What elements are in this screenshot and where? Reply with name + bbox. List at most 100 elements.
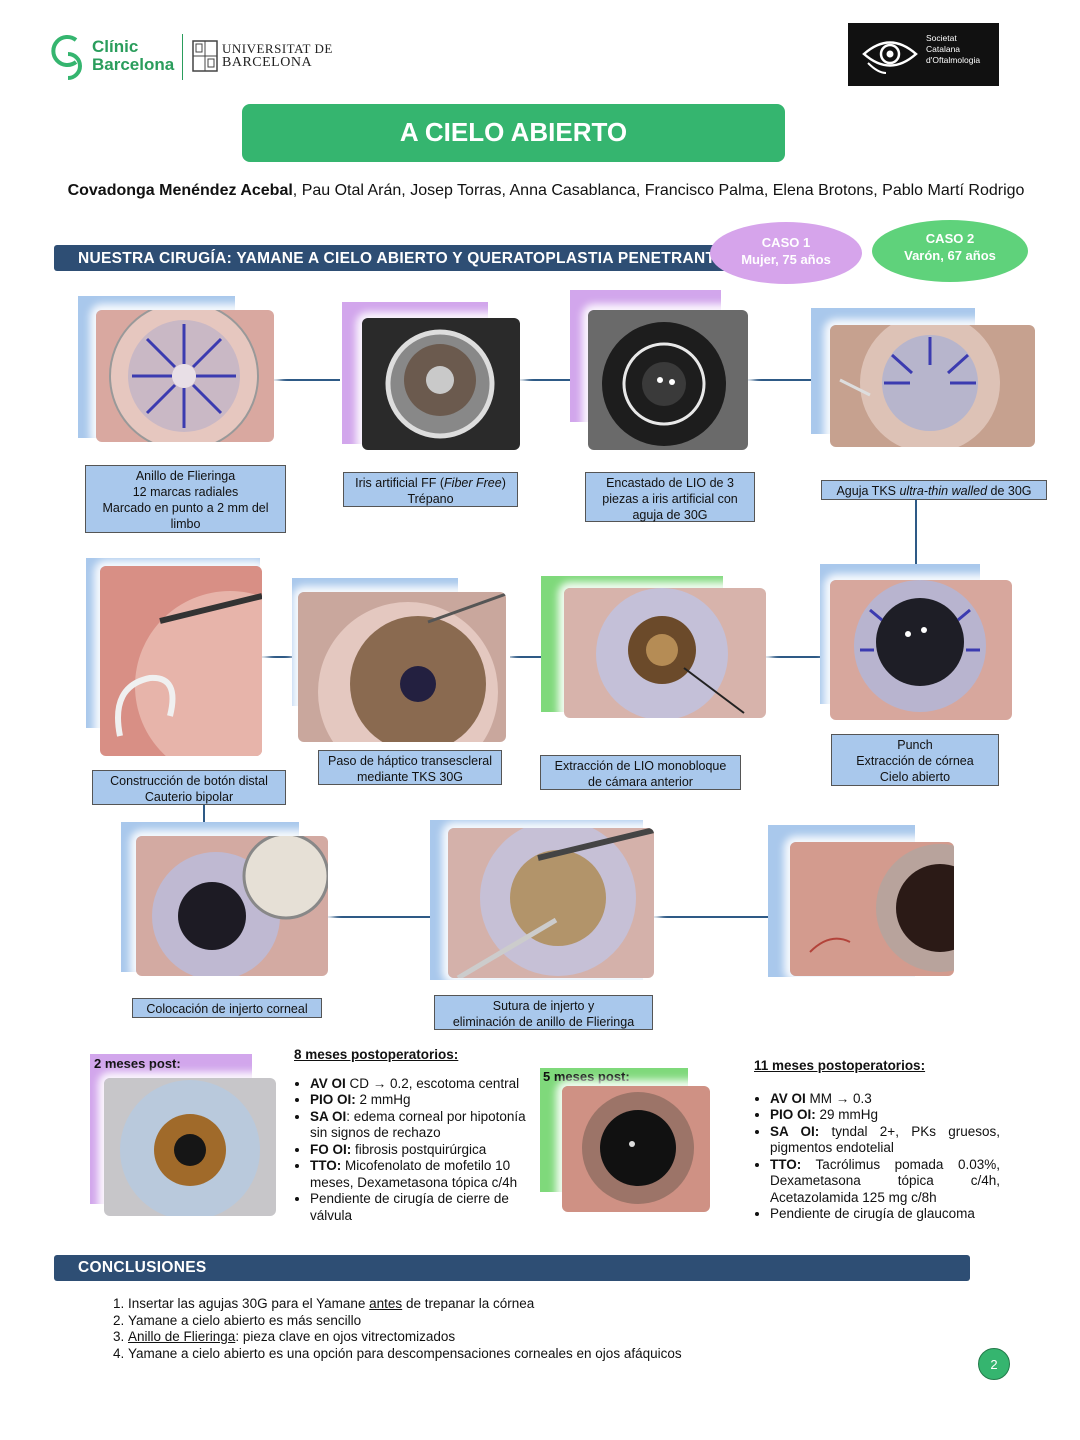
list-item: Pendiente de cirugía de glaucoma bbox=[770, 1206, 1000, 1223]
conclusion-text: Insertar las agujas 30G para el Yamane bbox=[128, 1296, 370, 1311]
list-item: PIO OI: 29 mmHg bbox=[770, 1107, 1000, 1124]
surgery-photo-haptic-pass bbox=[298, 592, 506, 742]
clinic-line1: Clínic bbox=[92, 37, 139, 56]
caption-step10-line: eliminación de anillo de Flieringa bbox=[452, 1015, 635, 1029]
surgery-photo-lens-encasing bbox=[588, 310, 748, 450]
connector bbox=[915, 500, 917, 568]
item-key: FO OI: bbox=[310, 1141, 352, 1157]
lead-author: Covadonga Menéndez Acebal bbox=[67, 182, 293, 199]
authors-line: Covadonga Menéndez Acebal, Pau Otal Arán… bbox=[36, 182, 1056, 200]
connector bbox=[510, 379, 572, 381]
conclusion-underlined: antes bbox=[369, 1296, 403, 1311]
caption-step7: Extracción de LIO monobloque de cámara a… bbox=[540, 755, 741, 790]
surgery-photo-distal-button bbox=[100, 566, 262, 756]
caption-step2-line: Iris artificial FF (Fiber Free) bbox=[348, 475, 513, 491]
connector bbox=[203, 804, 205, 826]
surgery-photo-graft-placement bbox=[136, 836, 328, 976]
caption-italic: Fiber Free bbox=[444, 476, 502, 490]
item-value: 29 mmHg bbox=[815, 1107, 879, 1122]
caption-step1: Anillo de Flieringa 12 marcas radiales M… bbox=[85, 465, 286, 533]
case2-label: CASO 2 bbox=[925, 231, 975, 246]
item-value: MM → 0.3 bbox=[805, 1090, 872, 1106]
co-authors: , Pau Otal Arán, Josep Torras, Anna Casa… bbox=[292, 182, 1025, 199]
caption-step6-line: mediante TKS 30G bbox=[356, 770, 464, 784]
list-item: TTO: Tacrólimus pomada 0.03%, Dexametaso… bbox=[770, 1157, 1000, 1207]
caption-step8-line: Punch bbox=[897, 738, 933, 752]
case2-postop-list: AV OI MM → 0.3 PIO OI: 29 mmHg SA OI: ty… bbox=[754, 1091, 1000, 1223]
conclusion-text: de trepanar la córnea bbox=[402, 1296, 535, 1311]
case1-desc: Mujer, 75 años bbox=[741, 252, 831, 267]
list-item: PIO OI: 2 mmHg bbox=[310, 1092, 530, 1109]
conclusions-list: Insertar las agujas 30G para el Yamane a… bbox=[110, 1296, 682, 1362]
caption-text: Iris artificial FF ( bbox=[355, 476, 445, 490]
connector bbox=[764, 656, 824, 658]
surgery-photo-artificial-iris bbox=[362, 318, 520, 450]
ub-line1: UNIVERSITAT DE bbox=[222, 41, 333, 56]
surgery-photo-iol-extraction bbox=[564, 588, 766, 718]
item-key: TTO: bbox=[770, 1156, 802, 1172]
item-value: Tacrólimus pomada 0.03%, Dexametasona tó… bbox=[770, 1156, 1000, 1205]
caption-step5: Construcción de botón distal Cauterio bi… bbox=[92, 770, 286, 805]
item-value: Pendiente de cirugía de cierre de válvul… bbox=[310, 1191, 509, 1223]
tag-5-months: 5 meses post: bbox=[543, 1069, 630, 1084]
item-value: Pendiente de cirugía de glaucoma bbox=[770, 1206, 975, 1221]
caption-step5-line: Construcción de botón distal bbox=[110, 774, 268, 788]
item-key: AV OI bbox=[310, 1075, 346, 1091]
page-title: A CIELO ABIERTO bbox=[242, 104, 785, 162]
connector bbox=[746, 379, 812, 381]
surgery-photo-punch-open-sky bbox=[830, 580, 1012, 720]
caption-text: de 30G bbox=[987, 484, 1032, 498]
caption-step1-line: Marcado en punto a 2 mm del limbo bbox=[102, 501, 269, 531]
list-item: TTO: Micofenolato de mofetilo 10 meses, … bbox=[310, 1158, 530, 1191]
postop-photo-case1 bbox=[104, 1078, 276, 1216]
society-line3: d'Oftalmologia bbox=[926, 55, 981, 65]
item-value: 2 mmHg bbox=[355, 1092, 411, 1107]
conclusion-item: Yamane a cielo abierto es una opción par… bbox=[128, 1346, 682, 1363]
society-logo bbox=[848, 23, 999, 86]
surgery-photo-final-result bbox=[790, 842, 954, 976]
case1-postop-summary: 8 meses postoperatorios: AV OI CD → 0.2,… bbox=[294, 1047, 530, 1224]
surgery-section-header: NUESTRA CIRUGÍA: YAMANE A CIELO ABIERTO … bbox=[54, 245, 744, 271]
caption-step2: Iris artificial FF (Fiber Free) Trépano bbox=[343, 472, 518, 507]
item-key: PIO OI: bbox=[310, 1092, 356, 1107]
item-key: TTO: bbox=[310, 1158, 342, 1173]
caption-step3: Encastado de LIO de 3 piezas a iris arti… bbox=[585, 472, 755, 522]
list-item: AV OI MM → 0.3 bbox=[770, 1091, 1000, 1108]
case2-badge: CASO 2 Varón, 67 años bbox=[872, 220, 1028, 282]
conclusion-text: : pieza clave en ojos vitrectomizados bbox=[235, 1329, 456, 1344]
caption-step9: Colocación de injerto corneal bbox=[132, 998, 322, 1018]
caption-step6-line: Paso de háptico transescleral bbox=[328, 754, 492, 768]
university-logo-text: UNIVERSITAT DE BARCELONA bbox=[222, 42, 333, 70]
university-crest-icon bbox=[192, 40, 218, 72]
caption-text: Aguja TKS bbox=[836, 484, 900, 498]
caption-step7-line: de cámara anterior bbox=[588, 775, 693, 789]
page-number: 2 bbox=[978, 1348, 1010, 1380]
conclusion-item: Yamane a cielo abierto es más sencillo bbox=[128, 1313, 682, 1330]
society-logo-text: Societat Catalana d'Oftalmologia bbox=[926, 33, 980, 66]
caption-step1-line: Anillo de Flieringa bbox=[135, 469, 236, 483]
caption-step8: Punch Extracción de córnea Cielo abierto bbox=[831, 734, 999, 786]
logo-divider bbox=[182, 34, 183, 80]
caption-step2-line: Trépano bbox=[407, 492, 454, 506]
caption-step1-line: 12 marcas radiales bbox=[132, 485, 239, 499]
caption-step4: Aguja TKS ultra-thin walled de 30G bbox=[821, 480, 1047, 500]
case1-label: CASO 1 bbox=[761, 235, 811, 250]
clinic-logo-icon bbox=[51, 35, 82, 80]
surgery-photo-graft-suture bbox=[448, 828, 654, 978]
list-item: AV OI CD → 0.2, escotoma central bbox=[310, 1076, 530, 1093]
connector bbox=[510, 656, 544, 658]
connector bbox=[270, 379, 340, 381]
caption-step5-line: Cauterio bipolar bbox=[144, 790, 234, 804]
surgery-photo-flieringa-ring bbox=[96, 310, 274, 442]
surgery-photo-tks-needle bbox=[830, 325, 1035, 447]
list-item: Pendiente de cirugía de cierre de válvul… bbox=[310, 1191, 530, 1224]
caption-text: ) bbox=[501, 476, 506, 490]
connector bbox=[325, 916, 437, 918]
item-key: PIO OI: bbox=[770, 1107, 816, 1122]
caption-step6: Paso de háptico transescleral mediante T… bbox=[318, 750, 502, 785]
connector bbox=[262, 656, 296, 658]
postop-photo-case2 bbox=[562, 1086, 710, 1212]
connector bbox=[650, 916, 770, 918]
list-item: SA OI: edema corneal por hipotonía sin s… bbox=[310, 1109, 530, 1142]
caption-step8-line: Extracción de córnea bbox=[856, 754, 974, 768]
